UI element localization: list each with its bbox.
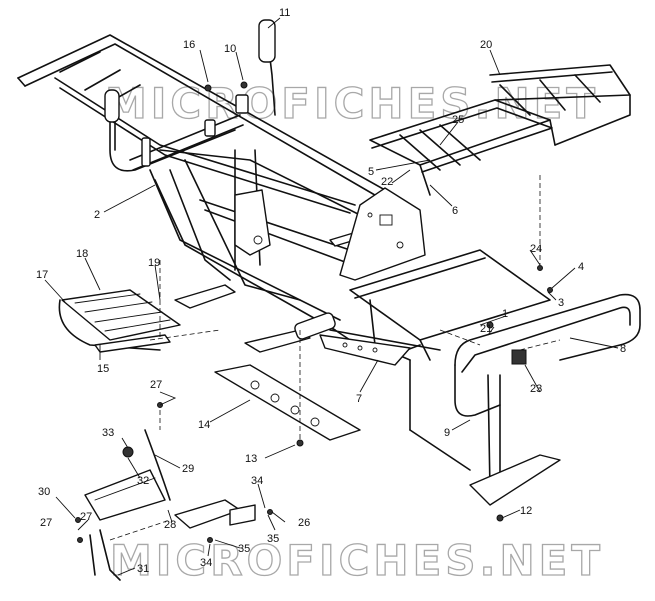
callout-18: 18: [76, 248, 88, 260]
footrest-plate: [61, 289, 181, 341]
main-frame: [17, 19, 391, 353]
callout-19: 19: [148, 257, 160, 269]
callout-30: 30: [38, 486, 50, 498]
callout-27: 27: [150, 379, 162, 391]
callout-labels: 11 16 10 20 25 5 22 6 2 24 4 3 18 19 17 …: [36, 7, 626, 575]
callout-32: 32: [137, 475, 149, 487]
callout-24: 24: [530, 243, 542, 255]
mount-bracket: [141, 137, 151, 167]
callout-25: 25: [452, 114, 464, 126]
rear-rack: [369, 64, 631, 196]
callout-27b: 27: [80, 511, 92, 523]
grab-handle-grip: [258, 19, 276, 63]
skid-plate: [214, 364, 361, 441]
callout-20: 20: [480, 39, 492, 51]
callout-1: 1: [502, 308, 508, 320]
callout-12: 12: [520, 505, 532, 517]
bolt-13: [296, 439, 304, 447]
callout-35b: 35: [238, 543, 250, 555]
callout-22: 22: [381, 176, 393, 188]
callout-17: 17: [36, 269, 48, 281]
callout-26: 26: [298, 517, 310, 529]
callout-34: 34: [251, 475, 263, 487]
callout-27-left: 27: [40, 517, 52, 529]
callout-13: 13: [245, 453, 257, 465]
leader-lines: [44, 17, 619, 576]
callout-34b: 34: [200, 557, 212, 569]
callout-14: 14: [198, 419, 210, 431]
callout-9: 9: [444, 427, 450, 439]
callout-35: 35: [267, 533, 279, 545]
watermark-bottom: MICROFICHES.NET: [110, 536, 604, 585]
rear-bumper: [409, 293, 641, 506]
callout-16: 16: [183, 39, 195, 51]
callout-21: 21: [480, 323, 492, 335]
callout-7: 7: [356, 393, 362, 405]
callout-3: 3: [558, 297, 564, 309]
foot-rest-right: [244, 329, 311, 353]
bolt-24: [537, 265, 543, 271]
lower-footpeg-assembly: [75, 429, 273, 581]
callout-4: 4: [578, 261, 584, 273]
bolt-16: [204, 84, 212, 92]
foot-rest-left: [174, 284, 236, 309]
callout-15: 15: [97, 363, 109, 375]
callout-10: 10: [224, 43, 236, 55]
bolt-4: [547, 287, 553, 293]
shock-absorber: [294, 312, 336, 340]
callout-8: 8: [620, 343, 626, 355]
rear-skid: [319, 334, 411, 366]
callout-23: 23: [530, 383, 542, 395]
callout-2: 2: [94, 209, 100, 221]
front-grip: [104, 89, 120, 123]
footrest-assembly: [58, 289, 181, 353]
callout-11: 11: [279, 7, 290, 19]
callout-33: 33: [102, 427, 114, 439]
nut-10: [240, 81, 248, 89]
callout-29: 29: [182, 463, 194, 475]
watermark-top: MICROFICHES.NET: [105, 79, 599, 128]
callout-31: 31: [137, 563, 149, 575]
callout-5: 5: [368, 166, 374, 178]
rear-frame: [294, 187, 551, 366]
callout-28: 28: [164, 519, 176, 531]
callout-6: 6: [452, 205, 458, 217]
